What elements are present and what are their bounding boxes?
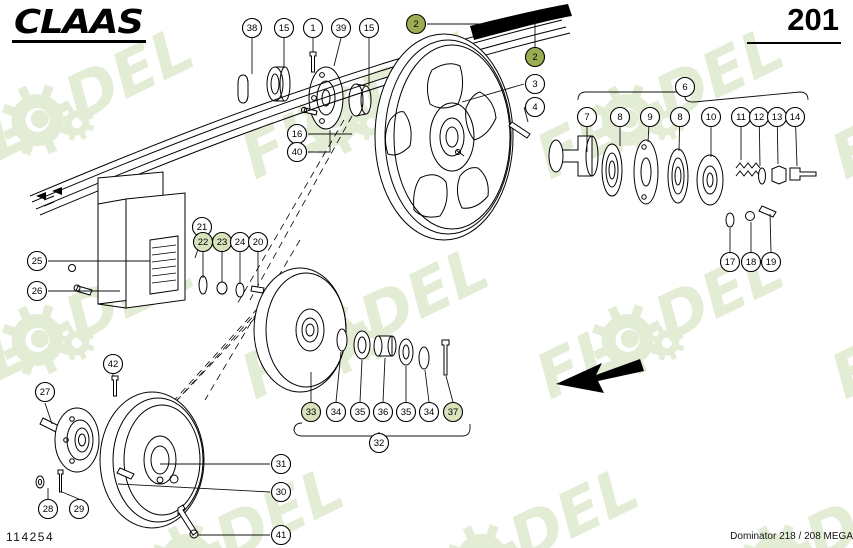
machine-model: Dominator 218 / 208 MEGA	[730, 531, 853, 542]
callout-12[interactable]: 12	[748, 106, 770, 128]
callout-label: 40	[292, 147, 303, 158]
callout-label: 18	[746, 257, 757, 268]
callout-label: 32	[374, 438, 385, 449]
callout-34[interactable]: 34	[325, 401, 347, 423]
callout-30[interactable]: 30	[270, 481, 292, 503]
callout-41[interactable]: 41	[270, 524, 292, 546]
callout-label: 28	[43, 504, 54, 515]
callout-37[interactable]: 37	[442, 401, 464, 423]
page-header: CLAAS 201	[0, 0, 853, 46]
callout-label: 14	[790, 112, 801, 123]
callout-label: 8	[617, 112, 622, 123]
callout-11[interactable]: 11	[730, 106, 752, 128]
logo-rule	[12, 40, 146, 43]
callout-label: 9	[647, 112, 652, 123]
callout-10[interactable]: 10	[700, 106, 722, 128]
callout-label: 6	[682, 82, 687, 93]
callout-13[interactable]: 13	[766, 106, 788, 128]
callout-label: 10	[706, 112, 717, 123]
page-number-rule	[747, 42, 841, 44]
callout-22[interactable]: 22	[192, 231, 214, 253]
claas-logo: CLAAS	[14, 2, 144, 41]
callout-24[interactable]: 24	[229, 231, 251, 253]
callout-label: 27	[40, 387, 51, 398]
callout-label: 21	[197, 222, 208, 233]
callout-label: 29	[74, 504, 85, 515]
callout-label: 24	[235, 237, 246, 248]
callout-label: 36	[378, 407, 389, 418]
callout-25[interactable]: 25	[26, 250, 48, 272]
callout-26[interactable]: 26	[26, 280, 48, 302]
callout-40[interactable]: 40	[286, 141, 308, 163]
callout-2[interactable]: 2	[524, 46, 546, 68]
callout-4[interactable]: 4	[524, 96, 546, 118]
callout-19[interactable]: 19	[760, 251, 782, 273]
callout-label: 11	[736, 112, 746, 123]
callout-label: 16	[292, 129, 303, 140]
callout-label: 13	[772, 112, 783, 123]
callout-23[interactable]: 23	[211, 231, 233, 253]
callout-label: 22	[198, 237, 209, 248]
callout-9[interactable]: 9	[639, 106, 661, 128]
callout-label: 37	[448, 407, 459, 418]
callout-31[interactable]: 31	[270, 453, 292, 475]
callout-label: 8	[677, 112, 682, 123]
callout-33[interactable]: 33	[300, 401, 322, 423]
callout-label: 42	[108, 359, 119, 370]
callout-label: 23	[217, 237, 228, 248]
callout-35[interactable]: 35	[349, 401, 371, 423]
callout-label: 33	[306, 407, 317, 418]
travel-direction-arrow	[556, 359, 644, 393]
callout-label: 35	[401, 407, 412, 418]
callout-label: 35	[355, 407, 366, 418]
callout-35[interactable]: 35	[395, 401, 417, 423]
callout-label: 30	[276, 487, 287, 498]
callout-label: 41	[276, 530, 287, 541]
page-number: 201	[787, 2, 839, 37]
callout-16[interactable]: 16	[286, 123, 308, 145]
callout-6[interactable]: 6	[674, 76, 696, 98]
drawing-number: 114254	[6, 530, 55, 544]
callout-label: 25	[32, 256, 43, 267]
callout-18[interactable]: 18	[740, 251, 762, 273]
callout-label: 4	[532, 102, 537, 113]
callout-17[interactable]: 17	[719, 251, 741, 273]
callout-label: 34	[424, 407, 435, 418]
callout-28[interactable]: 28	[37, 498, 59, 520]
callout-20[interactable]: 20	[247, 231, 269, 253]
callout-32[interactable]: 32	[368, 432, 390, 454]
lower-hub-and-wheel	[35, 375, 205, 539]
callout-42[interactable]: 42	[102, 353, 124, 375]
idler-pulley-assembly	[253, 267, 450, 393]
callout-label: 7	[584, 112, 589, 123]
callout-36[interactable]: 36	[372, 401, 394, 423]
callout-29[interactable]: 29	[68, 498, 90, 520]
callout-label: 17	[725, 257, 736, 268]
callout-27[interactable]: 27	[34, 381, 56, 403]
callout-label: 26	[32, 286, 43, 297]
shaft-assembly-group-6	[548, 135, 817, 228]
callout-14[interactable]: 14	[784, 106, 806, 128]
callout-label: 2	[532, 52, 537, 63]
callout-label: 12	[754, 112, 765, 123]
callout-label: 31	[276, 459, 287, 470]
callout-label: 20	[253, 237, 264, 248]
callout-3[interactable]: 3	[524, 73, 546, 95]
callout-34[interactable]: 34	[418, 401, 440, 423]
callout-label: 34	[331, 407, 342, 418]
callout-8[interactable]: 8	[669, 106, 691, 128]
callout-label: 3	[532, 79, 537, 90]
callout-8[interactable]: 8	[609, 106, 631, 128]
callout-label: 19	[766, 257, 777, 268]
callout-7[interactable]: 7	[576, 106, 598, 128]
